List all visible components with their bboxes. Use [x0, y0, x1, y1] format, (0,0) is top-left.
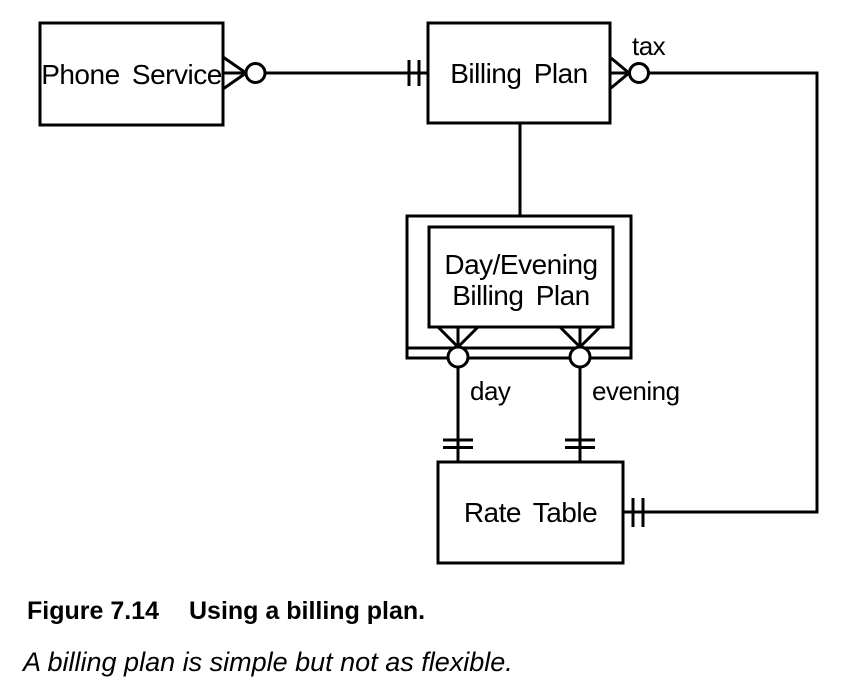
many-optional-icon-tax: [610, 56, 650, 90]
caption-number: Figure 7.14: [27, 597, 159, 625]
billing-plan-box: [426, 21, 612, 125]
rate-table-label: Rate Table: [464, 497, 597, 528]
many-optional-icon-phone-service: [222, 55, 267, 91]
one-mandatory-tick-icon-rate-table: [631, 498, 645, 527]
many-optional-icon-day: [436, 325, 480, 369]
day-evening-label-line1: Day/Evening: [444, 249, 597, 280]
rate-table-box: [436, 460, 625, 565]
caption-subtitle: A billing plan is simple but not as flex…: [23, 647, 513, 677]
phone-service-label: Phone Service: [41, 59, 222, 90]
phone-service-box: [38, 21, 225, 127]
day-label: day: [470, 376, 511, 406]
day-evening-label-line2: Billing Plan: [452, 280, 590, 311]
figure-caption: Figure 7.14 Using a billing plan.: [27, 597, 425, 626]
one-mandatory-tick-icon-day: [443, 438, 473, 449]
evening-label: evening: [592, 376, 680, 406]
tax-label: tax: [632, 31, 666, 61]
billing-plan-label: Billing Plan: [450, 58, 588, 89]
many-optional-icon-evening: [558, 325, 602, 369]
caption-title: Using a billing plan.: [189, 597, 426, 625]
one-mandatory-tick-icon-billing-plan: [407, 60, 421, 86]
one-mandatory-tick-icon-evening: [565, 438, 595, 449]
day-evening-box: [427, 225, 615, 329]
er-diagram: Phone Service Billing Plan Day/Evening B…: [38, 21, 819, 565]
tax-line: [623, 71, 819, 514]
